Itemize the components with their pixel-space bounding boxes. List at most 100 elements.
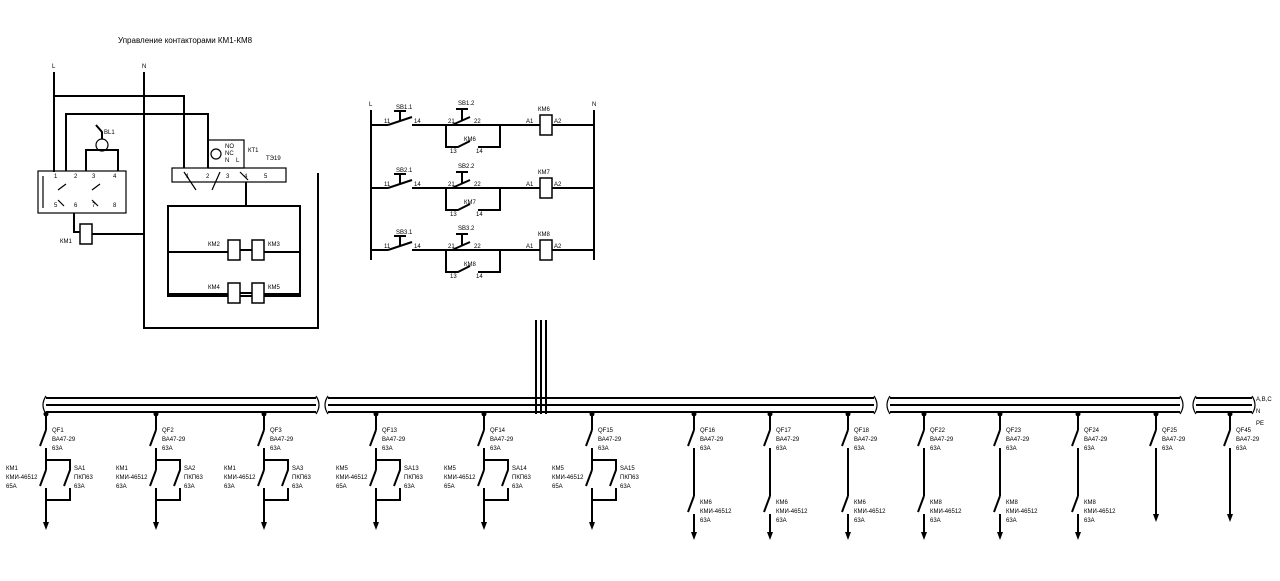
- pin-label-g: A2: [554, 119, 562, 125]
- terminal-2: 2: [74, 174, 78, 180]
- contactor-rating: 63A: [854, 518, 865, 524]
- contactor-rating: 63A: [700, 518, 711, 524]
- stop-button-label: SB3.1: [396, 230, 413, 236]
- hold-branch-wire: [445, 250, 501, 273]
- breaker-rating: 63A: [1236, 446, 1247, 452]
- pin-label-b: 14: [414, 244, 421, 250]
- bus-tap-dot: [921, 411, 927, 417]
- pin-label-c: 21: [448, 119, 455, 125]
- breaker-type: ВА47-29: [854, 437, 878, 443]
- feeder-5: QF14ВА47-2963AКМ5КМИ-4651265ASA14ПКП6363…: [444, 411, 531, 530]
- contactor-symbol: [369, 459, 401, 516]
- contactor-rating: 63A: [224, 484, 235, 490]
- contactor-label: КМ6: [700, 500, 712, 506]
- pin-label-g: A2: [554, 182, 562, 188]
- pin-label-e: 13: [450, 212, 457, 218]
- contactor-rating: 63A: [1084, 518, 1095, 524]
- coil-label: КМ6: [538, 107, 550, 113]
- pin-label-a: 11: [384, 182, 391, 188]
- outgoing-arrow: [481, 522, 487, 530]
- breaker-label: QF14: [490, 428, 506, 434]
- contactor-type: КМИ-46512: [224, 475, 256, 481]
- breaker-label: QF16: [700, 428, 716, 434]
- right-phase-label-l: L: [369, 102, 373, 108]
- selector-rating: 63A: [184, 484, 195, 490]
- breaker-rating: 63A: [490, 446, 501, 452]
- contactor-rating: 65A: [444, 484, 455, 490]
- breaker-label: QF23: [1006, 428, 1022, 434]
- breaker-label: QF17: [776, 428, 792, 434]
- breaker-rating: 63A: [1006, 446, 1017, 452]
- breaker-rating: 63A: [854, 446, 865, 452]
- left-control-circuit: L N BL1 1 2 3 4 5 6 7 8 КМ1: [37, 64, 319, 329]
- coil-label-km4: КМ4: [208, 285, 220, 291]
- coil-symbol: [539, 177, 553, 199]
- outgoing-arrow: [1227, 514, 1233, 522]
- outgoing-arrow: [43, 522, 49, 530]
- breaker-rating: 63A: [270, 446, 281, 452]
- contactor-type: КМИ-46512: [776, 509, 808, 515]
- contactor-rating: 63A: [776, 518, 787, 524]
- bus-tap-dot: [1153, 411, 1159, 417]
- terminal-6: 6: [74, 203, 78, 209]
- selector-rating: 63A: [620, 484, 631, 490]
- contactor-symbol: [993, 470, 1001, 534]
- contactor-rating: 63A: [930, 518, 941, 524]
- contactor-symbol: [585, 459, 617, 516]
- bus-tap-dot: [1075, 411, 1081, 417]
- contactor-type: КМИ-46512: [700, 509, 732, 515]
- breaker-symbol: [917, 414, 925, 470]
- pin-label-f: A1: [526, 244, 534, 250]
- bus-label-abc: A,B,C: [1256, 397, 1272, 403]
- stop-button-symbol: [387, 110, 413, 126]
- outgoing-arrow: [1153, 514, 1159, 522]
- contactor-type: КМИ-46512: [854, 509, 886, 515]
- breaker-type: ВА47-29: [700, 437, 724, 443]
- right-neutral-label-n: N: [592, 102, 596, 108]
- breaker-label: QF13: [382, 428, 398, 434]
- pin-label-d: 22: [474, 119, 481, 125]
- stop-button-label: SB2.1: [396, 168, 413, 174]
- contactor-symbol: [1071, 470, 1079, 534]
- pin-label-b: 14: [414, 182, 421, 188]
- breaker-symbol: [39, 414, 47, 470]
- contactor-rating: 63A: [116, 484, 127, 490]
- bus-tap-dot: [589, 411, 595, 417]
- selector-rating: 63A: [512, 484, 523, 490]
- selector-label: SA15: [620, 466, 635, 472]
- selector-rating: 63A: [292, 484, 303, 490]
- feeder-group: QF1ВА47-2963AКМ1КМИ-4651265ASA1ПКП6363AQ…: [6, 411, 1260, 540]
- phase-label-l: L: [52, 64, 56, 70]
- breaker-label: QF18: [854, 428, 870, 434]
- start-button-symbol: [451, 233, 471, 251]
- breaker-rating: 63A: [1084, 446, 1095, 452]
- selector-type: ПКП63: [404, 475, 423, 481]
- breaker-symbol: [763, 414, 771, 470]
- contactor-label: КМ5: [444, 466, 456, 472]
- outgoing-arrow: [261, 522, 267, 530]
- contactor-label: КМ1: [224, 466, 236, 472]
- feeder-6: QF15ВА47-2963AКМ5КМИ-4651265ASA15ПКП6363…: [552, 411, 639, 530]
- outgoing-arrow: [1075, 532, 1081, 540]
- breaker-type: ВА47-29: [1236, 437, 1260, 443]
- start-button-label: SB1.2: [458, 101, 475, 107]
- pin-label-a: 11: [384, 244, 391, 250]
- contactor-type: КМИ-46512: [336, 475, 368, 481]
- timer-terminal-4: 4: [244, 174, 248, 180]
- pin-label-d: 22: [474, 244, 481, 250]
- contactor-label: КМ5: [552, 466, 564, 472]
- start-button-label: SB2.2: [458, 164, 475, 170]
- outgoing-arrow: [845, 532, 851, 540]
- selector-rating: 63A: [404, 484, 415, 490]
- outgoing-arrow: [691, 532, 697, 540]
- terminal-5: 5: [54, 203, 58, 209]
- timer-box-n: N: [225, 158, 229, 164]
- contactor-label: КМ1: [116, 466, 128, 472]
- breaker-rating: 63A: [598, 446, 609, 452]
- timer-terminal-5: 5: [264, 174, 268, 180]
